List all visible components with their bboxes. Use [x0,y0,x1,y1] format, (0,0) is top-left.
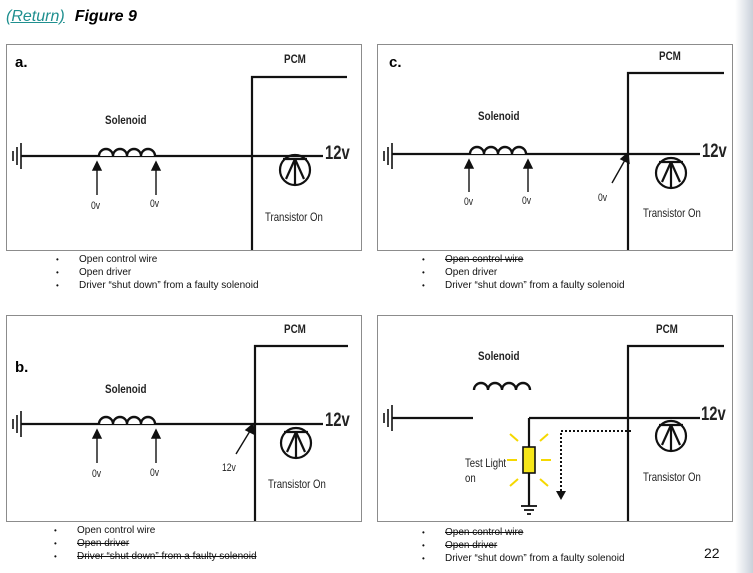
transistor-on-label: Transistor On [643,470,701,484]
circuit-diagram-a [12,75,347,250]
voltage-arrow [91,422,255,463]
list-item: Driver “shut down” from a faulty solenoi… [54,550,257,563]
solenoid-coil [468,145,528,155]
pcm-label: PCM [284,52,306,66]
bullet-list-a: Open control wire Open driver Driver “sh… [56,253,259,292]
voltage-arrow [91,160,162,195]
ground-symbol [12,411,22,437]
ground-symbol [383,143,393,169]
bullet-text: Open driver [77,538,130,549]
pcm-box-outline [250,75,347,250]
list-item: Open driver [56,266,259,279]
zero-volt-label: 0v [92,468,102,480]
figure-title: Figure 9 [74,8,137,25]
bullet-text: Open control wire [77,525,156,536]
pcm-label: PCM [659,49,681,63]
transistor-symbol [279,426,313,460]
list-item: Open driver [422,539,625,552]
panel-c: c. PCM Solenoid 12v 0v 0v 0v Transistor … [377,44,733,251]
circuit-diagram-c [383,71,724,250]
twelve-volt-label: 12v [701,404,726,425]
ground-symbol [521,505,537,515]
transistor-symbol [654,419,688,453]
current-path-arrow [560,430,631,494]
twelve-volt-small-label: 12v [222,462,236,474]
test-light-bulb [522,446,536,474]
list-item: Open control wire [56,253,259,266]
panel-a: a. PCM Solenoid 12v 0v 0v Transistor On [6,44,362,251]
bullet-list-c: Open control wire Open driver Driver “sh… [422,253,625,292]
list-item: Open driver [54,537,257,550]
zero-volt-label: 0v [464,196,474,208]
bullet-text: Open driver [445,267,498,278]
pcm-box-outline [626,344,724,521]
bullet-text: Open control wire [445,254,524,265]
list-item: Open control wire [54,524,257,537]
bullet-text: Open driver [445,540,498,551]
test-light-glow [507,433,551,487]
zero-volt-label: 0v [150,198,160,210]
transistor-on-label: Transistor On [265,210,323,224]
solenoid-label: Solenoid [478,109,520,123]
page-number: 22 [704,545,720,561]
transistor-symbol [654,156,688,190]
twelve-volt-label: 12v [702,141,727,162]
panel-letter: b. [15,359,29,376]
bullet-text: Driver “shut down” from a faulty solenoi… [445,553,625,564]
bullet-text: Open control wire [79,254,158,265]
twelve-volt-label: 12v [325,410,350,431]
ground-symbol [12,143,22,169]
bullet-list-d: Open control wire Open driver Driver “sh… [422,526,625,565]
transistor-symbol [278,153,312,187]
panel-letter: c. [389,54,402,71]
twelve-volt-label: 12v [325,143,350,164]
bullet-text: Open driver [79,267,132,278]
pcm-box-outline [626,71,724,250]
list-item: Open control wire [422,253,625,266]
test-light-on-label: on [465,471,476,485]
bullet-text: Open control wire [445,527,524,538]
solenoid-coil [97,147,157,157]
pcm-box-outline [253,344,348,521]
pcm-label: PCM [284,322,306,336]
bullet-text: Driver “shut down” from a faulty solenoi… [77,551,257,562]
ground-symbol [383,405,393,431]
bullet-text: Driver “shut down” from a faulty solenoi… [445,280,625,291]
transistor-on-label: Transistor On [643,206,701,220]
solenoid-coil [472,381,532,391]
slide-header: (Return) Figure 9 [6,8,137,26]
pcm-label: PCM [656,322,678,336]
list-item: Driver “shut down” from a faulty solenoi… [422,279,625,292]
bullet-text: Driver “shut down” from a faulty solenoi… [79,280,259,291]
current-path-arrowhead [556,491,566,500]
solenoid-label: Solenoid [478,349,520,363]
list-item: Driver “shut down” from a faulty solenoi… [422,552,625,565]
solenoid-coil [97,415,157,425]
solenoid-label: Solenoid [105,113,147,127]
zero-volt-label: 0v [522,195,532,207]
slide-edge-shadow [735,0,753,573]
solenoid-label: Solenoid [105,382,147,396]
list-item: Open driver [422,266,625,279]
panel-b: b. PCM Solenoid 12v 0v 0v 12v Transistor… [6,315,362,522]
transistor-on-label: Transistor On [268,477,326,491]
voltage-arrow [463,151,630,192]
zero-volt-label: 0v [91,200,101,212]
zero-volt-label: 0v [150,467,160,479]
test-light-label: Test Light [465,456,507,470]
panel-letter: a. [15,54,28,71]
zero-volt-label: 0v [598,192,608,204]
return-link[interactable]: (Return) [6,8,65,25]
list-item: Driver “shut down” from a faulty solenoi… [56,279,259,292]
list-item: Open control wire [422,526,625,539]
circuit-diagram-b [12,344,348,521]
bullet-list-b: Open control wire Open driver Driver “sh… [54,524,257,563]
panel-d: PCM Solenoid 12v Test Light on Transisto… [377,315,733,522]
circuit-diagram-d [383,344,724,521]
